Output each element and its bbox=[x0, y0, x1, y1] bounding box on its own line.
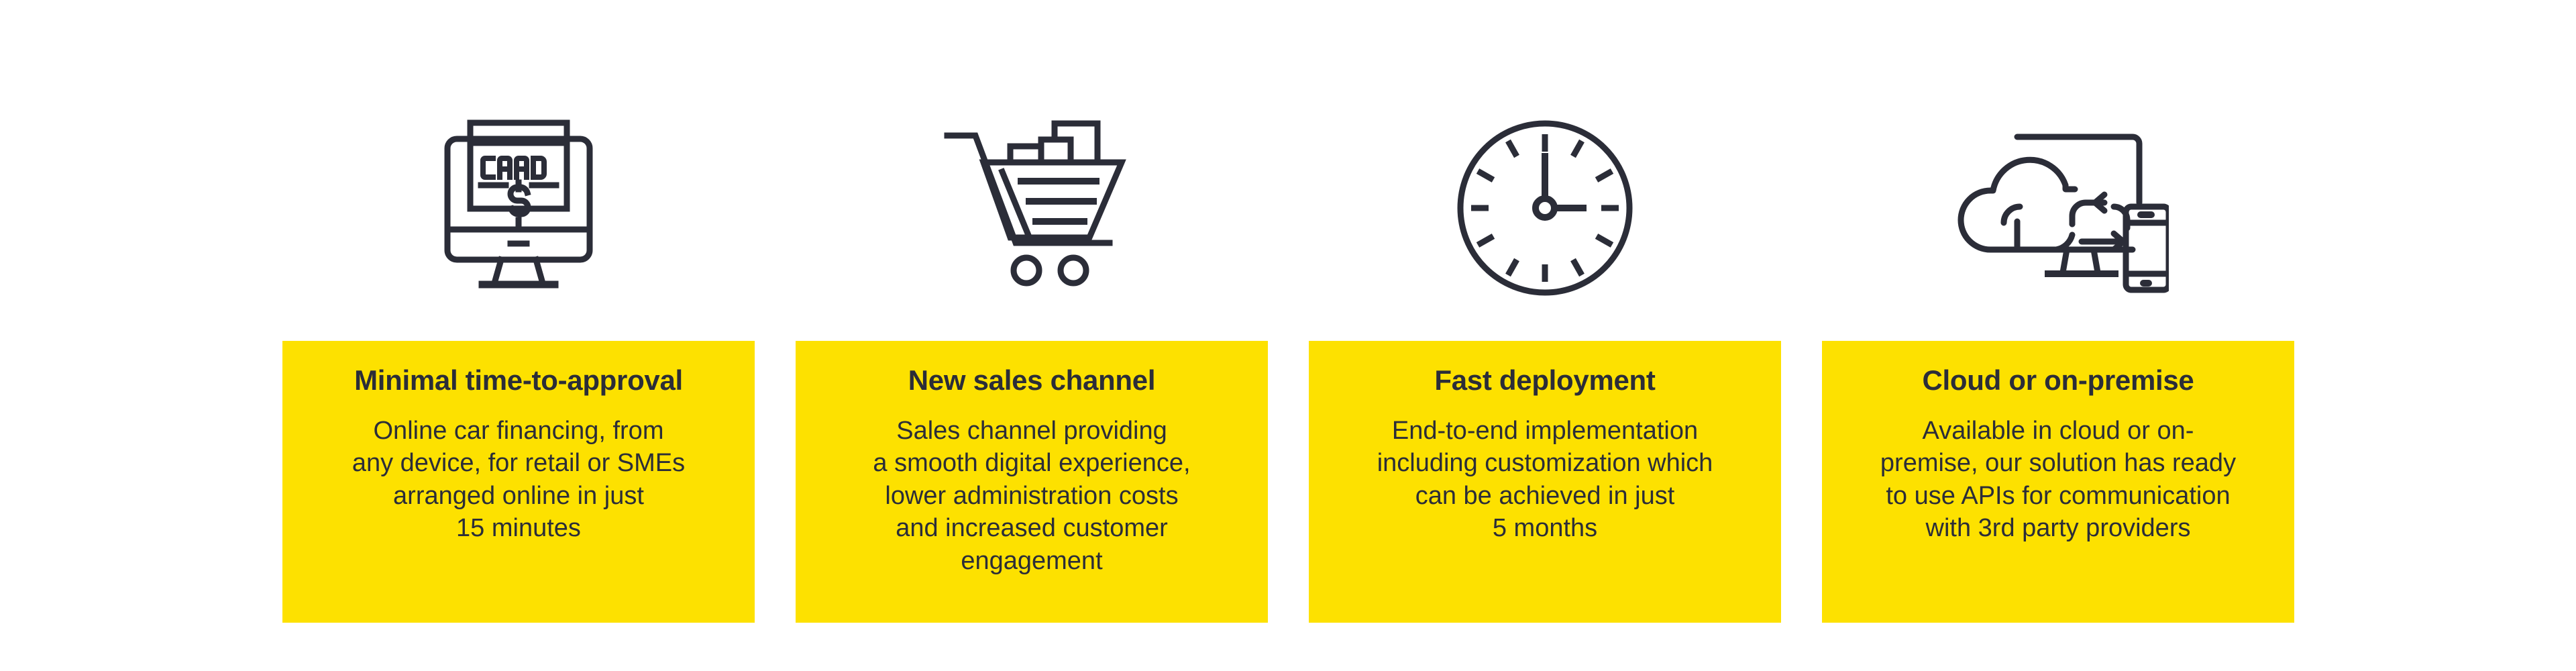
feature-card-fast-deployment: Fast deployment End-to-end implementatio… bbox=[1309, 0, 1781, 671]
card-description: Available in cloud or on- premise, our s… bbox=[1880, 416, 2237, 543]
card-title: Fast deployment bbox=[1434, 364, 1656, 396]
feature-card-new-sales-channel: New sales channel Sales channel providin… bbox=[796, 0, 1268, 671]
card-body: Minimal time-to-approval Online car fina… bbox=[282, 341, 755, 623]
card-title: Cloud or on-premise bbox=[1922, 364, 2194, 396]
card-body: Fast deployment End-to-end implementatio… bbox=[1309, 341, 1781, 623]
clock-icon bbox=[1457, 120, 1633, 296]
card-body: New sales channel Sales channel providin… bbox=[796, 341, 1268, 623]
card-body: Cloud or on-premise Available in cloud o… bbox=[1822, 341, 2294, 623]
icon-area bbox=[1309, 0, 1781, 341]
icon-area bbox=[282, 0, 755, 341]
icon-area bbox=[796, 0, 1268, 341]
card-description: End-to-end implementation including cust… bbox=[1377, 416, 1713, 543]
card-title: Minimal time-to-approval bbox=[354, 364, 683, 396]
card-description: Online car financing, from any device, f… bbox=[352, 416, 686, 543]
cloud-devices-sync-icon bbox=[1957, 134, 2169, 293]
feature-card-minimal-time-to-approval: Minimal time-to-approval Online car fina… bbox=[282, 0, 755, 671]
icon-area bbox=[1822, 0, 2294, 341]
feature-card-cloud-or-on-premise: Cloud or on-premise Available in cloud o… bbox=[1822, 0, 2294, 671]
feature-cards-row: Minimal time-to-approval Online car fina… bbox=[282, 0, 2295, 671]
monitor-card-payment-icon bbox=[444, 119, 593, 289]
card-title: New sales channel bbox=[908, 364, 1156, 396]
card-description: Sales channel providing a smooth digital… bbox=[873, 416, 1191, 576]
shopping-cart-icon bbox=[944, 120, 1126, 287]
